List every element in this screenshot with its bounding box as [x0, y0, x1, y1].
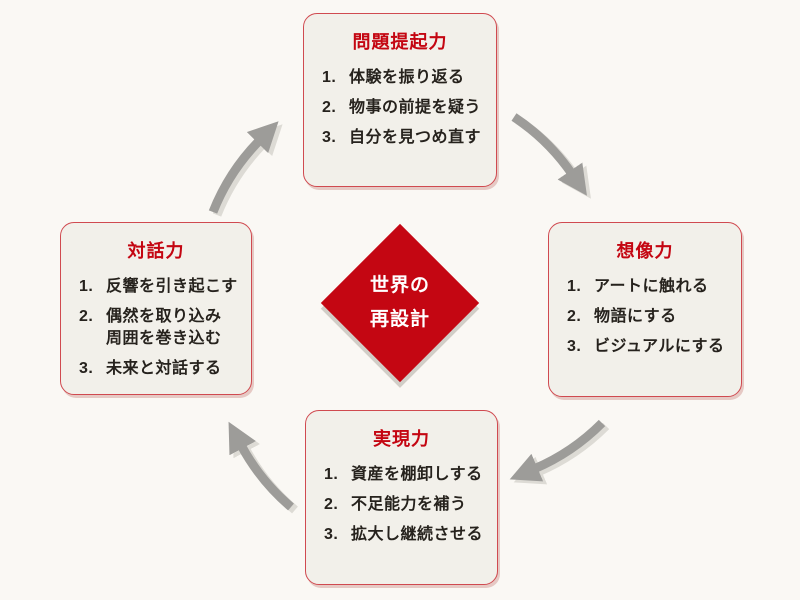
list-item: 1. 反響を引き起こす: [79, 276, 245, 298]
item-text: 自分を見つめ直す: [349, 129, 482, 147]
box-list: 1. 資産を棚卸しする 2. 不足能力を補う 3. 拡大し継続させる: [324, 464, 491, 546]
list-item: 2. 不足能力を補う: [324, 494, 491, 516]
item-number: 1.: [324, 466, 339, 483]
box-title: 対話力: [127, 241, 185, 261]
list-item: 2. 偶然を取り込み 周囲を巻き込む: [79, 306, 245, 350]
item-text: 物事の前提を疑う: [349, 99, 482, 117]
box-title: 想像力: [616, 241, 674, 261]
item-text: アートに触れる: [594, 278, 709, 295]
box-dialogue: 対話力 1. 反響を引き起こす 2. 偶然を取り込み 周囲を巻き込む 3. 未来…: [60, 222, 252, 395]
arrow-left-to-top-shadow: [212, 124, 283, 217]
arrow-left-to-top-icon: [208, 121, 279, 214]
center-diamond-label: 世界の 再設計: [369, 274, 430, 330]
list-item: 3. 自分を見つめ直す: [322, 127, 490, 149]
box-realization: 実現力 1. 資産を棚卸しする 2. 不足能力を補う 3. 拡大し継続させる: [305, 410, 498, 585]
box-problem-raising: 問題提起力 1. 体験を振り返る 2. 物事の前提を疑う 3. 自分を見つめ直す: [303, 13, 497, 187]
item-text: 不足能力を補う: [351, 496, 467, 514]
item-number: 2.: [322, 99, 337, 117]
item-text: 反響を引き起こす: [106, 278, 238, 295]
item-number: 2.: [324, 496, 339, 514]
item-number: 1.: [567, 278, 582, 295]
arrow-right-to-bottom-shadow: [513, 422, 610, 485]
box-list: 1. 反響を引き起こす 2. 偶然を取り込み 周囲を巻き込む 3. 未来と対話す…: [79, 276, 245, 380]
list-item: 2. 物事の前提を疑う: [322, 97, 490, 119]
item-text: 物語にする: [594, 308, 677, 326]
item-text: 拡大し継続させる: [351, 526, 484, 544]
box-title: 問題提起力: [352, 32, 448, 52]
list-item: 3. ビジュアルにする: [567, 336, 735, 358]
arrow-top-to-right-icon: [511, 113, 587, 196]
list-item: 3. 拡大し継続させる: [324, 524, 491, 546]
list-item: 1. 体験を振り返る: [322, 67, 490, 89]
item-number: 2.: [567, 308, 582, 326]
box-title: 実現力: [373, 429, 430, 449]
item-text: 体験を振り返る: [349, 69, 465, 86]
list-item: 1. 資産を棚卸しする: [324, 464, 491, 486]
item-number: 3.: [567, 338, 582, 356]
item-text: 偶然を取り込み 周囲を巻き込む: [106, 308, 222, 348]
item-number: 1.: [322, 69, 337, 86]
arrow-right-to-bottom-icon: [509, 419, 606, 482]
item-number: 3.: [324, 526, 339, 544]
arrow-top-to-right-shadow: [515, 116, 591, 199]
list-item: 3. 未来と対話する: [79, 358, 245, 380]
box-list: 1. 体験を振り返る 2. 物事の前提を疑う 3. 自分を見つめ直す: [322, 67, 490, 149]
box-list: 1. アートに触れる 2. 物語にする 3. ビジュアルにする: [567, 276, 735, 358]
list-item: 2. 物語にする: [567, 306, 735, 328]
list-item: 1. アートに触れる: [567, 276, 735, 298]
box-imagination: 想像力 1. アートに触れる 2. 物語にする 3. ビジュアルにする: [548, 222, 742, 397]
arrow-bottom-to-left-icon: [228, 421, 294, 511]
item-number: 2.: [79, 308, 94, 326]
item-text: ビジュアルにする: [594, 338, 725, 356]
item-number: 1.: [79, 278, 94, 295]
item-text: 資産を棚卸しする: [351, 466, 483, 483]
arrow-bottom-to-left-shadow: [232, 424, 298, 514]
item-number: 3.: [322, 129, 337, 147]
item-text: 未来と対話する: [106, 360, 222, 378]
item-number: 3.: [79, 360, 94, 378]
